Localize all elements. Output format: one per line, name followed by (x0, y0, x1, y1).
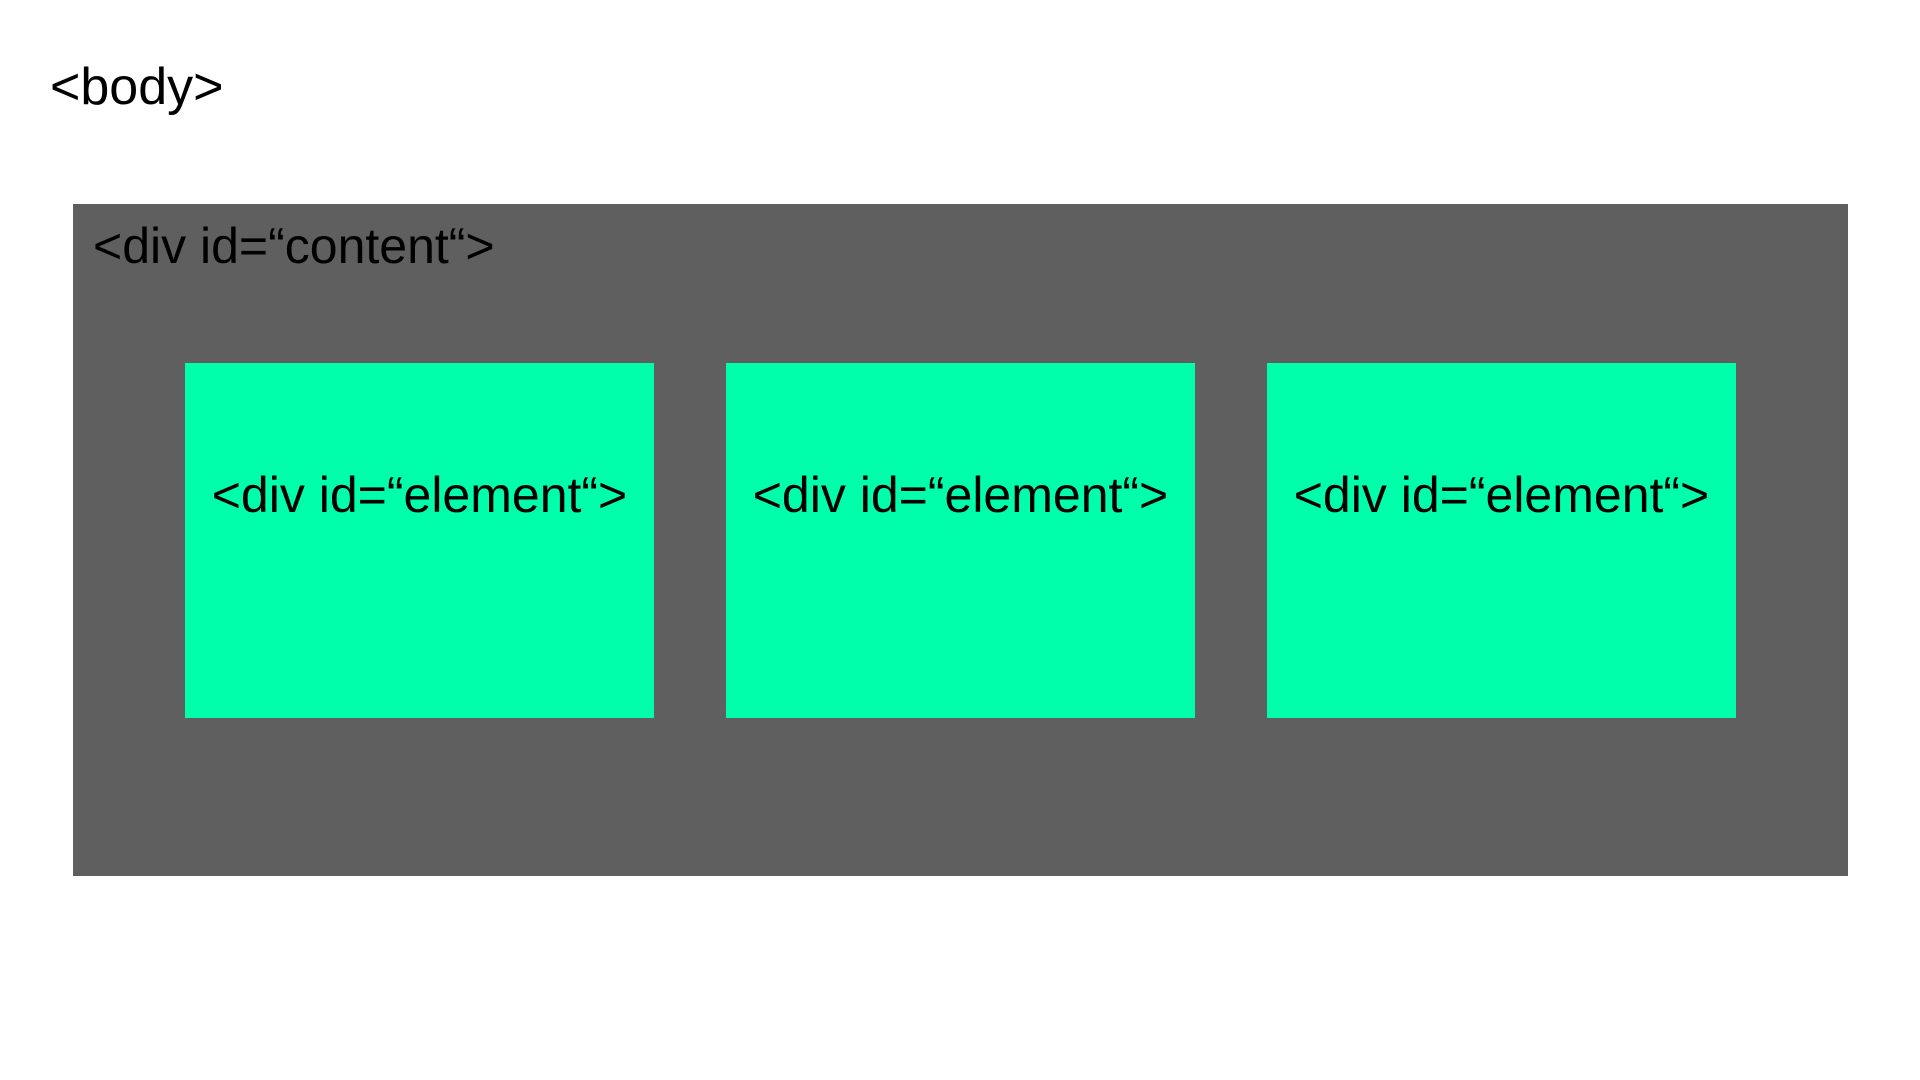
element-div-box-1: <div id=“element“> (185, 363, 654, 718)
content-div-label: <div id=“content“> (93, 218, 495, 274)
element-div-label: <div id=“element“> (752, 467, 1169, 523)
element-row: <div id=“element“> <div id=“element“> <d… (185, 363, 1736, 718)
element-div-box-3: <div id=“element“> (1267, 363, 1736, 718)
element-div-box-2: <div id=“element“> (726, 363, 1195, 718)
element-div-label: <div id=“element“> (1293, 467, 1710, 523)
element-div-label: <div id=“element“> (211, 467, 628, 523)
body-tag-label: <body> (50, 58, 224, 116)
content-div-box: <div id=“content“> <div id=“element“> <d… (73, 204, 1848, 876)
